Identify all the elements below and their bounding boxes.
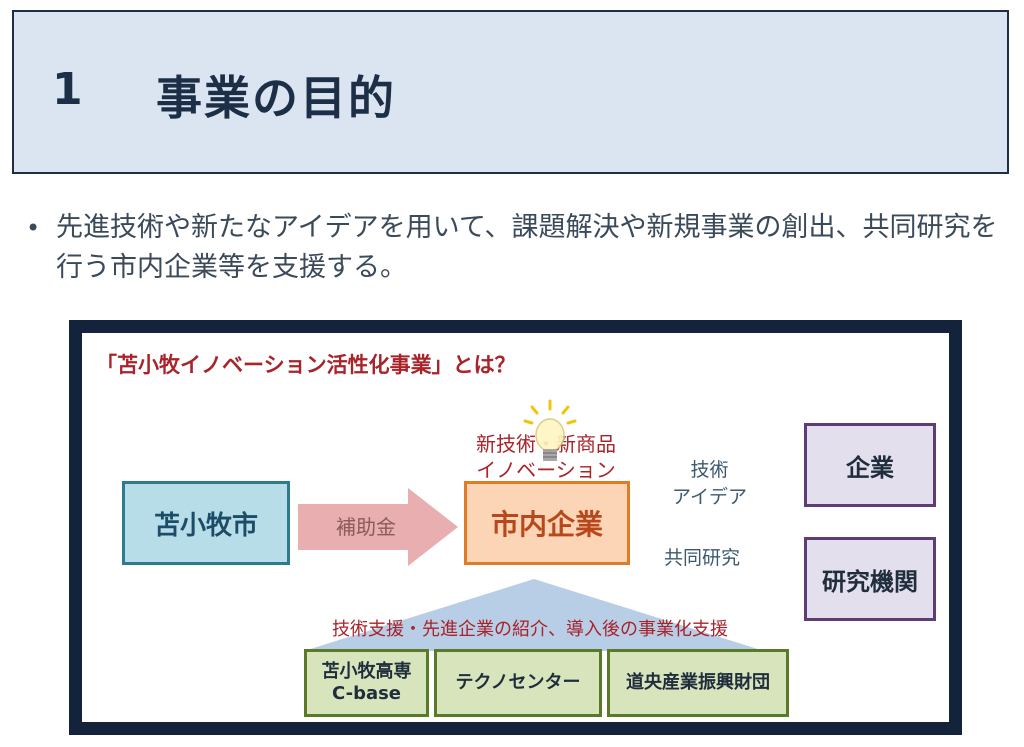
company-box: 企業	[804, 423, 936, 507]
lightbulb-icon	[523, 399, 577, 461]
company-label: 企業	[846, 453, 894, 482]
research-institute-label: 研究機関	[822, 567, 918, 596]
supporter-box-foundation: 道央産業振興財団	[607, 649, 789, 717]
innovation-line-2: イノベーション	[476, 458, 616, 482]
support-triangle-icon	[304, 579, 764, 651]
tech-idea-label: 技術 アイデア	[672, 455, 747, 509]
page-title: 事業の目的	[156, 71, 396, 125]
section-number: 1	[52, 64, 83, 115]
diagram-heading: 「苫小牧イノベーション活性化事業」とは？	[96, 353, 516, 377]
supporter-box-technocenter: テクノセンター	[434, 649, 602, 717]
local-company-label: 市内企業	[490, 508, 603, 541]
supporter-box-kosen: 苫小牧高専 C-base	[304, 649, 429, 717]
supporter-technocenter-label: テクノセンター	[455, 672, 581, 693]
diagram-frame: 「苫小牧イノベーション活性化事業」とは？ 苫小牧市 補助金 新技術・新商品 イノ…	[69, 320, 962, 735]
city-box: 苫小牧市	[122, 481, 290, 565]
city-label: 苫小牧市	[153, 510, 258, 541]
research-institute-box: 研究機関	[804, 537, 936, 621]
support-text: 技術支援・先進企業の紹介、導入後の事業化支援	[332, 619, 728, 640]
bullet-dot-icon: •	[26, 214, 41, 242]
joint-research-label: 共同研究	[664, 547, 741, 569]
supporter-foundation-label: 道央産業振興財団	[626, 672, 770, 693]
subsidy-label: 補助金	[336, 515, 396, 539]
tech-label-line-2: アイデア	[672, 486, 748, 508]
bullet-text: 先進技術や新たなアイデアを用いて、課題解決や新規事業の創出、共同研究を行う市内企…	[56, 212, 998, 283]
local-company-box: 市内企業	[464, 481, 630, 565]
supporter-kosen-line-1: 苫小牧高専	[321, 661, 412, 682]
tech-label-line-1: 技術	[690, 459, 729, 481]
supporter-kosen-line-2: C-base	[331, 683, 402, 704]
subsidy-arrow-icon	[298, 488, 458, 566]
title-bar: 1 事業の目的	[12, 10, 1009, 174]
